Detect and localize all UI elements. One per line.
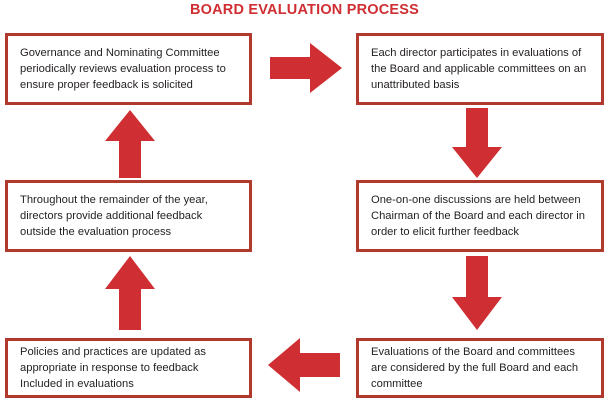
arrow-right-icon — [270, 43, 342, 93]
process-step-policies-and-practices-updated: Policies and practices are updated as ap… — [5, 338, 252, 398]
page-title: BOARD EVALUATION PROCESS — [189, 2, 420, 18]
process-step-director-participation: Each director participates in evaluation… — [356, 33, 604, 105]
arrow-down-icon — [452, 256, 502, 330]
process-step-evaluations-considered: Evaluations of the Board and committees … — [356, 338, 604, 398]
process-step-governance-nominating-committee: Governance and Nominating Committee peri… — [5, 33, 252, 105]
arrow-down-icon — [452, 108, 502, 178]
process-step-text: Governance and Nominating Committee peri… — [20, 47, 226, 91]
process-step-one-on-one-discussions: One-on-one discussions are held between … — [356, 180, 604, 252]
process-step-text: One-on-one discussions are held between … — [371, 194, 585, 238]
arrow-up-icon — [105, 256, 155, 330]
process-step-text: Policies and practices are updated as ap… — [20, 346, 206, 390]
arrow-up-icon — [105, 110, 155, 178]
process-step-text: Evaluations of the Board and committees … — [371, 346, 579, 390]
process-step-text: Each director participates in evaluation… — [371, 47, 587, 91]
arrow-left-icon — [268, 338, 340, 392]
process-step-remainder-of-year-feedback: Throughout the remainder of the year, di… — [5, 180, 252, 252]
process-step-text: Throughout the remainder of the year, di… — [20, 194, 208, 238]
